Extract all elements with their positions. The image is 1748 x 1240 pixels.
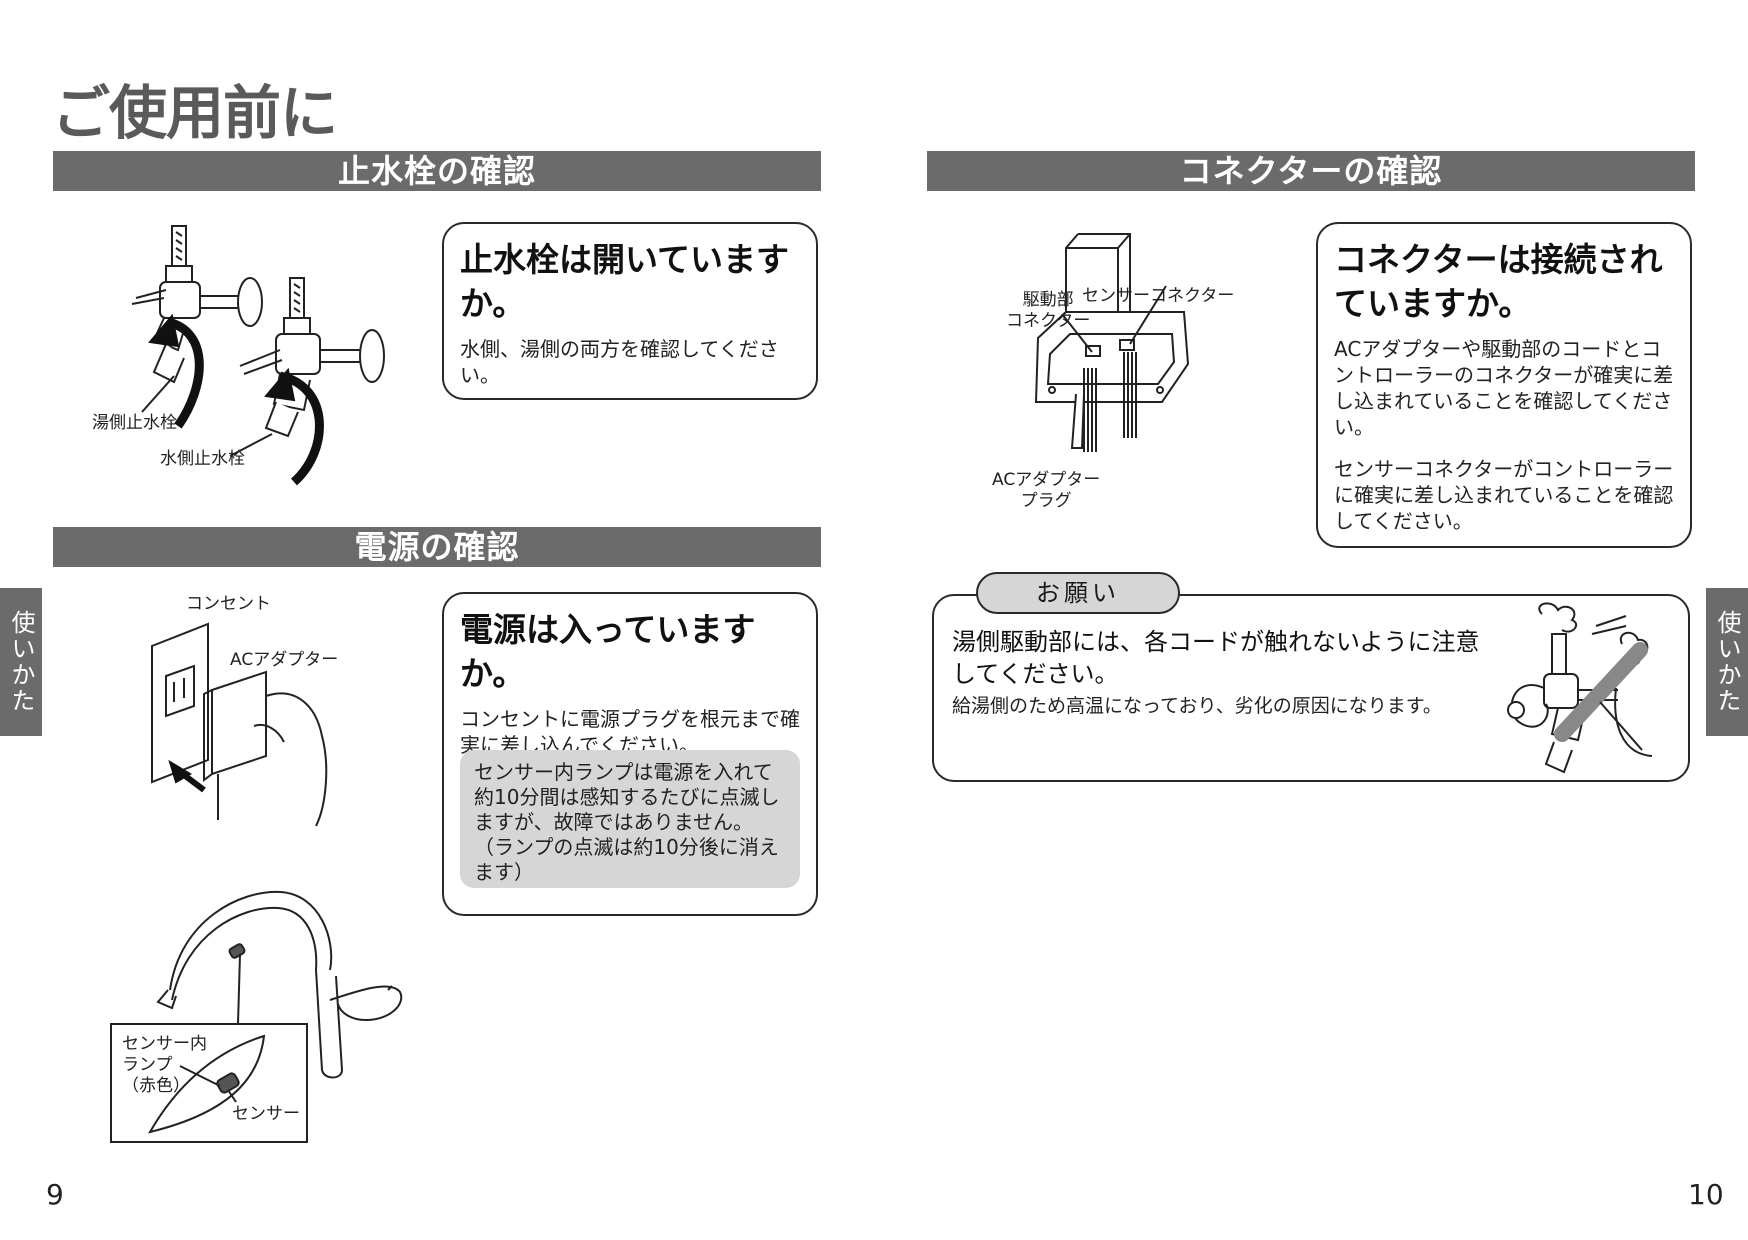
notice-label: お願い — [976, 572, 1180, 614]
callout-connector: コネクターは接続されていますか。 ACアダプターや駆動部のコードとコントローラー… — [1316, 222, 1692, 548]
sensor-lamp-note: センサー内ランプは電源を入れて約10分間は感知するたびに点滅しますが、故障ではあ… — [460, 750, 800, 888]
label-sensor: センサー — [232, 1104, 300, 1124]
label-outlet: コンセント — [186, 594, 271, 614]
notice-sub-text: 給湯側のため高温になっており、劣化の原因になります。 — [952, 695, 1442, 717]
side-tab-right: 使いかた — [1706, 588, 1748, 736]
page-title: ご使用前に — [52, 79, 338, 147]
notice-main-text: 湯側駆動部には、各コードが触れないように注意してください。 — [952, 628, 1480, 688]
section-bar-connector: コネクターの確認 — [927, 151, 1695, 191]
callout-body-2: センサーコネクターがコントローラーに確実に差し込まれていることを確認してください… — [1334, 457, 1674, 533]
callout-heading: コネクターは接続されていますか。 — [1334, 240, 1663, 323]
callout-shutoff-valve: 止水栓は開いていますか。 水側、湯側の両方を確認してください。 — [442, 222, 818, 400]
section-bar-shutoff-valve: 止水栓の確認 — [53, 151, 821, 191]
callout-body: 水側、湯側の両方を確認してください。 — [460, 337, 779, 387]
label-ac-adapter: ACアダプター — [230, 650, 339, 670]
section-bar-power: 電源の確認 — [53, 527, 821, 567]
faucet-illustration — [110, 890, 403, 1143]
notice-frame — [932, 594, 1690, 782]
outlet-illustration — [151, 622, 328, 827]
valve-illustration — [131, 225, 385, 486]
label-sensor-connector: センサーコネクター — [1082, 286, 1235, 306]
side-tab-left: 使いかた — [0, 588, 42, 736]
label-sensor-lamp: センサー内 ランプ （赤色） — [122, 1034, 207, 1096]
label-ac-plug: ACアダプター プラグ — [992, 470, 1101, 511]
page-number-right: 10 — [1688, 1178, 1724, 1211]
label-hot-valve: 湯側止水栓 — [92, 413, 177, 433]
callout-heading: 電源は入っていますか。 — [460, 610, 756, 693]
label-cold-valve: 水側止水栓 — [160, 449, 245, 469]
controller-illustration — [1034, 233, 1190, 452]
callout-body: ACアダプターや駆動部のコードとコントローラーのコネクターが確実に差し込まれてい… — [1334, 337, 1674, 439]
label-drive-connector: 駆動部 コネクター — [1006, 290, 1091, 331]
hot-drive-warning-illustration — [1507, 602, 1653, 774]
page-number-left: 9 — [46, 1178, 64, 1211]
callout-heading: 止水栓は開いていますか。 — [460, 240, 790, 323]
